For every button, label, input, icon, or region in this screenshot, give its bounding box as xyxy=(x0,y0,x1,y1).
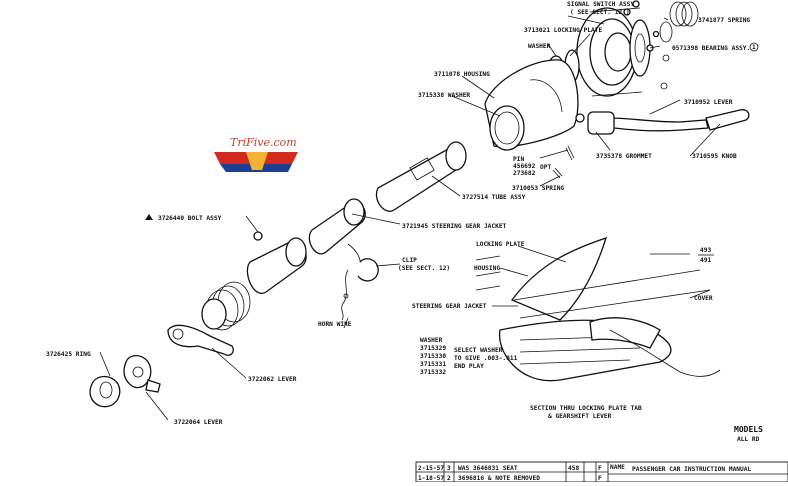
leader-lines xyxy=(99,15,721,421)
label-all-rd: ALL RD xyxy=(737,436,760,443)
rev-row-1-desc: WAS 3646831 SEAT xyxy=(458,465,518,472)
label-knob: 3710595 KNOB xyxy=(692,153,737,160)
label-opt: OPT xyxy=(540,164,551,171)
trifive-logo: TriFive.com xyxy=(214,136,298,172)
label-clip: CLIP xyxy=(402,257,417,264)
rev-row-1-code: F xyxy=(598,465,602,472)
bearing-screws xyxy=(623,0,660,52)
rev-row-2-date: 1-18-57 xyxy=(418,475,444,482)
label-pin-num2: 273682 xyxy=(513,170,536,177)
rev-row-2-desc: 3696816 & NOTE REMOVED xyxy=(458,475,540,482)
label-signal-switch-ref: ( SEE SECT. 12 ) xyxy=(570,9,630,16)
rev-row-1-ref: 458 xyxy=(568,465,579,472)
label-ring: 3726425 RING xyxy=(46,351,91,358)
label-jacket-section: STEERING GEAR JACKET xyxy=(412,303,487,310)
label-dim-top: 493 xyxy=(700,247,711,254)
clip xyxy=(357,258,379,282)
label-washer: 3715338 WASHER xyxy=(418,92,470,99)
rev-row-1-num: 3 xyxy=(447,465,451,472)
label-models: MODELS xyxy=(734,425,763,434)
spring-top xyxy=(659,1,699,43)
label-washer-top: WASHER xyxy=(528,43,551,50)
shift-lever-upper xyxy=(575,109,750,135)
label-cover: COVER xyxy=(694,295,713,302)
label-section-caption-1: SECTION THRU LOCKING PLATE TAB xyxy=(530,405,642,412)
label-lever-upper: 3710952 LEVER xyxy=(684,99,733,106)
label-spring-top: 3741877 SPRING xyxy=(698,17,750,24)
rev-row-2-code: F xyxy=(598,475,602,482)
label-washer-num-4: 3715332 xyxy=(420,369,446,376)
lever-lower xyxy=(167,324,234,356)
ring xyxy=(89,375,121,408)
label-pin: PIN xyxy=(513,156,524,163)
label-grommet: 3735378 GROMMET xyxy=(596,153,652,160)
label-lever-lower: 3722062 LEVER xyxy=(248,376,297,383)
housing xyxy=(484,59,579,151)
lower-collar xyxy=(246,231,307,295)
lever-bottom xyxy=(123,355,161,393)
label-select-washer-1: SELECT WASHER xyxy=(454,347,503,354)
label-washer-num-2: 3715330 xyxy=(420,353,446,360)
label-spring-mid: 3710053 SPRING xyxy=(512,185,564,192)
label-pin-num1: 456692 xyxy=(513,163,536,170)
revision-block: 2-15-57 3 WAS 3646831 SEAT 458 F 1-18-57… xyxy=(415,461,788,483)
pin-spring xyxy=(552,145,575,179)
label-locking-plate: 3713021 LOCKING PLATE xyxy=(524,27,603,34)
label-bearing: 0571398 BEARING ASSY. xyxy=(672,45,750,52)
rev-row-1-date: 2-15-57 xyxy=(418,465,444,472)
label-select-washer-2: TO GIVE .003-.011 xyxy=(454,355,518,362)
steering-gear-jacket xyxy=(308,198,366,269)
lower-spring xyxy=(201,281,251,331)
label-tube: 3727514 TUBE ASSY xyxy=(462,194,526,201)
circle-number: 1 xyxy=(752,44,756,51)
rev-title: PASSENGER CAR INSTRUCTION MANUAL xyxy=(632,466,751,473)
label-locking-plate-section: LOCKING PLATE xyxy=(476,241,525,248)
label-section-caption-2: & GEARSHIFT LEVER xyxy=(548,413,612,420)
label-housing-section: HOUSING xyxy=(474,265,500,272)
label-lever-bottom: 3722064 LEVER xyxy=(174,419,223,426)
label-housing: 3711078 HOUSING xyxy=(434,71,490,78)
label-washer-section: WASHER xyxy=(420,337,443,344)
label-jacket: 3721945 STEERING GEAR JACKET xyxy=(402,223,507,230)
label-horn-wire: HORN WIRE xyxy=(318,321,352,328)
logo-text: TriFive.com xyxy=(230,136,297,149)
label-select-washer-3: END PLAY xyxy=(454,363,484,370)
part-labels: SIGNAL SWITCH ASSY ( SEE SECT. 12 ) 3713… xyxy=(46,1,763,443)
rev-row-2-num: 2 xyxy=(447,475,451,482)
horn-wire xyxy=(341,269,349,321)
label-washer-num-3: 3715331 xyxy=(420,361,446,368)
rev-name-label: NAME xyxy=(610,464,625,471)
section-view xyxy=(475,236,721,382)
label-signal-switch: SIGNAL SWITCH ASSY xyxy=(567,1,634,8)
label-clip-ref: (SEE SECT. 12) xyxy=(398,265,450,272)
label-bolt: 3726440 BOLT ASSY xyxy=(158,215,222,222)
label-washer-num-1: 3715329 xyxy=(420,345,446,352)
callout-circles: 1 xyxy=(660,42,759,90)
tube-assembly xyxy=(375,141,467,212)
label-dim-bot: 491 xyxy=(700,257,711,264)
signal-switch-assembly xyxy=(576,7,651,97)
